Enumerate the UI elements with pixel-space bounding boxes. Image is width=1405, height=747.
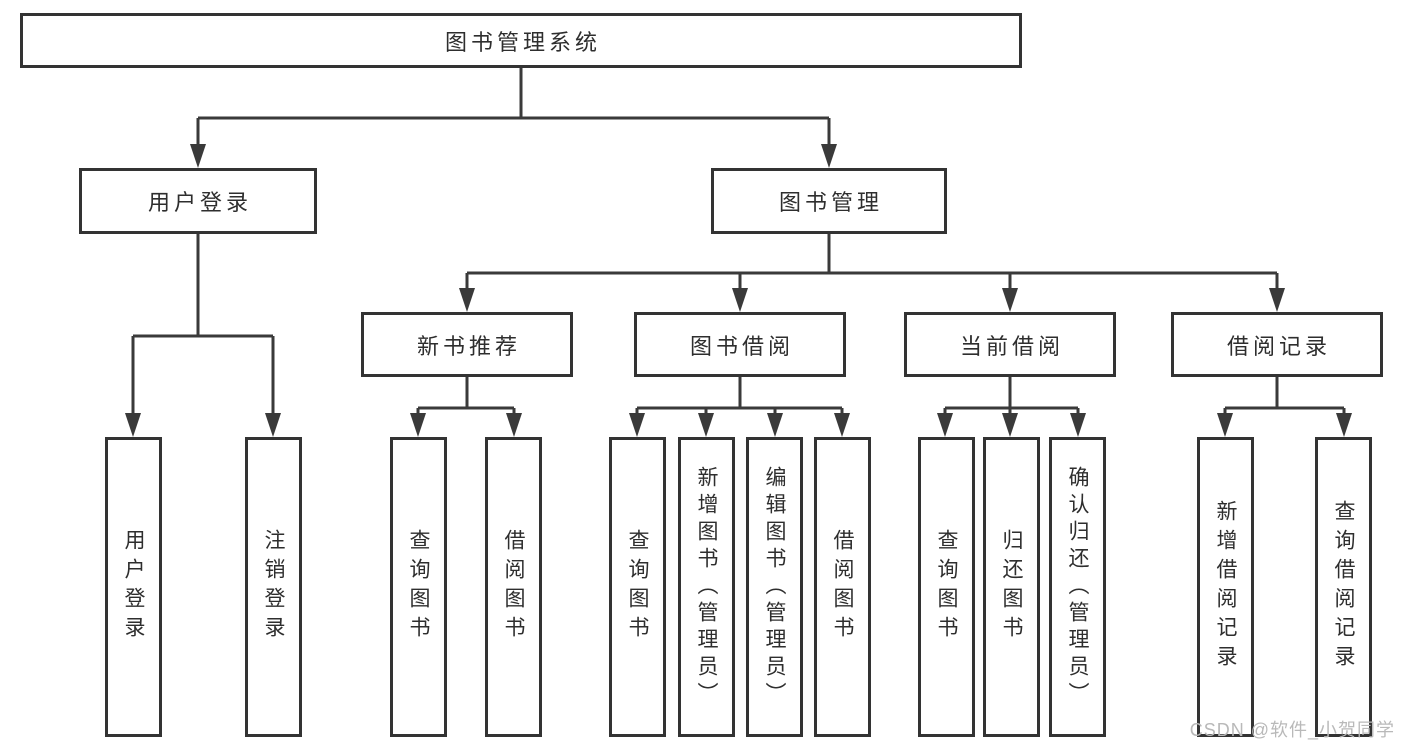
arrowhead — [698, 413, 714, 437]
node-label: 图书管理 — [778, 190, 883, 215]
arrowhead — [1002, 413, 1018, 437]
connector-new-book-children — [416, 377, 516, 416]
arrowhead — [1002, 288, 1018, 312]
arrowhead — [937, 413, 953, 437]
arrowhead — [629, 413, 645, 437]
leaf-borrow-books: 借阅图书 — [814, 437, 871, 737]
node-label: 借阅记录 — [1226, 333, 1331, 359]
arrowhead — [265, 413, 281, 437]
arrowhead — [732, 288, 748, 312]
leaf-query-books-recommend: 查询图书 — [390, 437, 447, 737]
leaf-add-book-admin: 新增图书（管理员） — [678, 437, 735, 737]
leaf-label: 查询借阅记录 — [1332, 500, 1355, 674]
arrowhead — [410, 413, 426, 437]
leaf-label: 归还图书 — [1000, 529, 1023, 645]
node-book-management: 图书管理 — [711, 168, 947, 234]
node-label: 新书推荐 — [416, 333, 521, 359]
arrowheads — [125, 144, 1352, 437]
leaf-logout: 注销登录 — [245, 437, 302, 737]
connector-book-borrow-children — [635, 377, 844, 416]
arrowhead — [1269, 288, 1285, 312]
leaf-label: 查询图书 — [626, 529, 649, 645]
leaf-borrow-books-recommend: 借阅图书 — [485, 437, 542, 737]
node-label: 当前借阅 — [959, 333, 1064, 359]
arrowhead — [506, 413, 522, 437]
connector-root-to-level2 — [196, 68, 831, 147]
leaf-user-login: 用户登录 — [105, 437, 162, 737]
leaf-query-borrow-record: 查询借阅记录 — [1315, 437, 1372, 737]
node-book-borrow: 图书借阅 — [634, 312, 846, 377]
arrowhead — [190, 144, 206, 168]
connector-user-login-children — [131, 234, 275, 416]
leaf-label: 借阅图书 — [502, 529, 525, 645]
leaf-return-book: 归还图书 — [983, 437, 1040, 737]
arrowhead — [767, 413, 783, 437]
node-user-login: 用户登录 — [79, 168, 317, 234]
connector-current-borrow-children — [943, 377, 1080, 416]
node-current-borrow: 当前借阅 — [904, 312, 1116, 377]
leaf-label: 借阅图书 — [831, 529, 854, 645]
leaf-query-books-borrow: 查询图书 — [609, 437, 666, 737]
arrowhead — [1217, 413, 1233, 437]
leaf-label: 新增借阅记录 — [1214, 500, 1237, 674]
leaf-add-borrow-record: 新增借阅记录 — [1197, 437, 1254, 737]
leaf-label: 新增图书（管理员） — [695, 465, 718, 709]
leaf-query-books-current: 查询图书 — [918, 437, 975, 737]
leaf-label: 查询图书 — [407, 529, 430, 645]
node-label: 图书借阅 — [689, 333, 794, 359]
arrowhead — [125, 413, 141, 437]
leaf-edit-book-admin: 编辑图书（管理员） — [746, 437, 803, 737]
node-borrow-records: 借阅记录 — [1171, 312, 1383, 377]
leaf-label: 确认归还（管理员） — [1066, 465, 1089, 709]
arrowhead — [834, 413, 850, 437]
node-new-book-recommend: 新书推荐 — [361, 312, 573, 377]
leaf-label: 编辑图书（管理员） — [763, 465, 786, 709]
arrowhead — [459, 288, 475, 312]
leaf-label: 注销登录 — [262, 529, 285, 645]
leaf-confirm-return-admin: 确认归还（管理员） — [1049, 437, 1106, 737]
root-label: 图书管理系统 — [444, 29, 601, 55]
arrowhead — [1336, 413, 1352, 437]
connector-borrow-records-children — [1223, 377, 1346, 416]
connector-book-mgmt-children — [465, 234, 1279, 291]
arrowhead — [1070, 413, 1086, 437]
root-box-library-system: 图书管理系统 — [20, 13, 1022, 68]
leaf-label: 用户登录 — [122, 529, 145, 645]
node-label: 用户登录 — [147, 190, 252, 215]
csdn-watermark: CSDN @软件_小贺同学 — [1189, 720, 1395, 740]
leaf-label: 查询图书 — [935, 529, 958, 645]
arrowhead — [821, 144, 837, 168]
